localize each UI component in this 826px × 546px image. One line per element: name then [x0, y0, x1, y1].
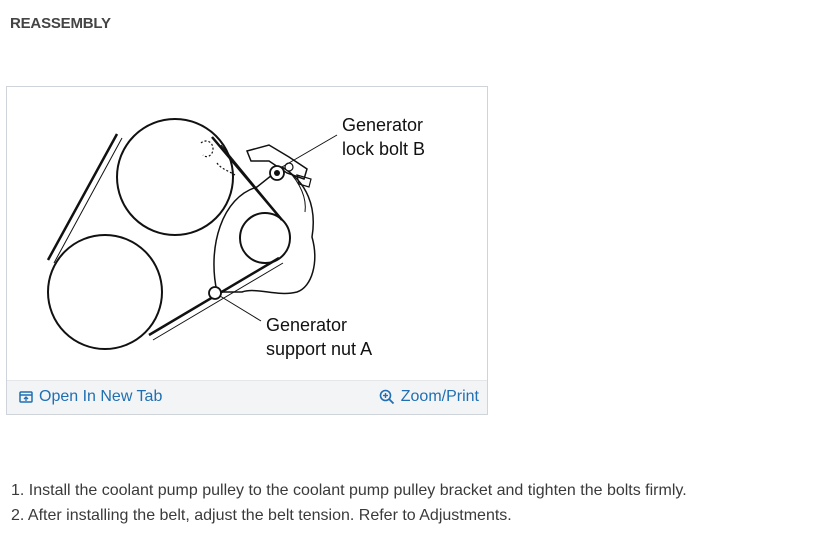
- open-in-new-tab-label: Open In New Tab: [39, 388, 163, 405]
- belt-left: [46, 133, 119, 261]
- lock-bolt-label-line2: lock bolt B: [342, 139, 425, 159]
- figure-footer: Open In New Tab Zoom/Print: [7, 380, 487, 414]
- step-item: 1. Install the coolant pump pulley to th…: [11, 482, 687, 499]
- lock-bolt-label-line1: Generator: [342, 115, 423, 135]
- belt-diagram: Generator lock bolt B Generator support …: [46, 115, 425, 359]
- adjusting-arm: [245, 144, 308, 180]
- generator-bracket: [213, 166, 316, 295]
- support-nut-label-line2: support nut A: [266, 339, 372, 359]
- upper-pulley: [116, 118, 234, 236]
- generator-pulley: [239, 212, 291, 264]
- support-nut-a: [208, 286, 222, 300]
- lower-pulley: [47, 234, 163, 350]
- zoom-in-icon: [379, 389, 395, 405]
- lock-bolt-leader: [281, 134, 338, 168]
- step-item: 2. After installing the belt, adjust the…: [11, 507, 512, 524]
- belt-top: [211, 136, 283, 221]
- open-in-new-tab-link[interactable]: Open In New Tab: [19, 388, 162, 406]
- zoom-print-link[interactable]: Zoom/Print: [379, 388, 479, 406]
- support-nut-leader: [219, 295, 262, 322]
- open-in-new-tab-icon: [19, 390, 33, 404]
- figure-card: Generator lock bolt B Generator support …: [6, 86, 488, 415]
- zoom-print-label: Zoom/Print: [400, 388, 479, 405]
- instruction-steps: 1. Install the coolant pump pulley to th…: [11, 478, 821, 528]
- section-heading: REASSEMBLY: [10, 15, 111, 32]
- support-nut-label-line1: Generator: [266, 315, 347, 335]
